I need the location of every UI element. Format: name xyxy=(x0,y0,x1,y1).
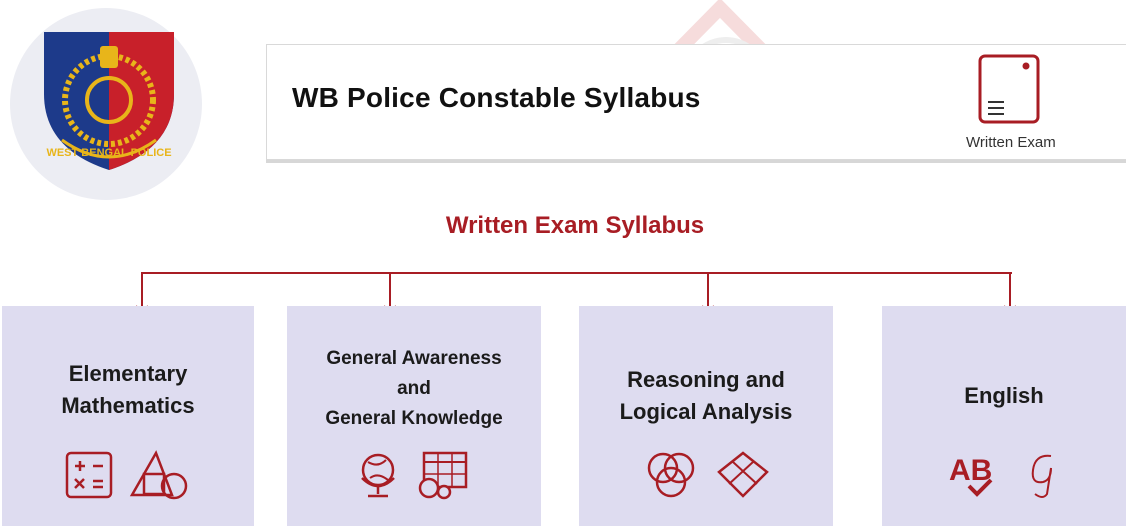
document-icon xyxy=(978,54,1040,124)
calendar-icon xyxy=(418,451,468,500)
subject-title-line: and xyxy=(397,378,431,399)
section-heading: Written Exam Syllabus xyxy=(445,212,705,239)
shapes-icon xyxy=(129,450,188,500)
globe-icon xyxy=(361,453,395,498)
subject-box-english: English AB xyxy=(882,306,1126,526)
subject-title-line: Elementary xyxy=(68,361,188,386)
subject-title: English xyxy=(882,380,1126,412)
cursive-g-icon xyxy=(1031,454,1052,498)
written-exam-label: Written Exam xyxy=(966,134,1056,151)
subject-title-line: General Knowledge xyxy=(325,408,503,429)
ab-check-icon: AB xyxy=(949,454,993,497)
subject-title-line: Reasoning and xyxy=(627,367,785,392)
subject-title: General Awareness and General Knowledge xyxy=(287,344,541,434)
subject-title-line: General Awareness xyxy=(326,348,502,369)
subject-box-reasoning: Reasoning and Logical Analysis xyxy=(579,306,833,526)
subject-title-line: English xyxy=(964,383,1044,408)
subject-title-line: Logical Analysis xyxy=(619,399,793,424)
page-title: WB Police Constable Syllabus xyxy=(292,82,701,113)
svg-text:WEST BENGAL POLICE: WEST BENGAL POLICE xyxy=(46,147,171,159)
venn-diagram-icon xyxy=(647,452,695,498)
subject-title: Reasoning and Logical Analysis xyxy=(579,364,833,428)
west-bengal-police-logo: WEST BENGAL POLICE xyxy=(44,32,174,170)
subject-title: Elementary Mathematics xyxy=(2,358,254,422)
subject-title-line: Mathematics xyxy=(61,393,195,418)
cube-icon xyxy=(717,451,769,498)
subject-box-general-awareness: General Awareness and General Knowledge xyxy=(287,306,541,526)
subject-box-mathematics: Elementary Mathematics xyxy=(2,306,254,526)
calculator-icon xyxy=(65,451,113,499)
svg-text:AB: AB xyxy=(949,454,992,487)
